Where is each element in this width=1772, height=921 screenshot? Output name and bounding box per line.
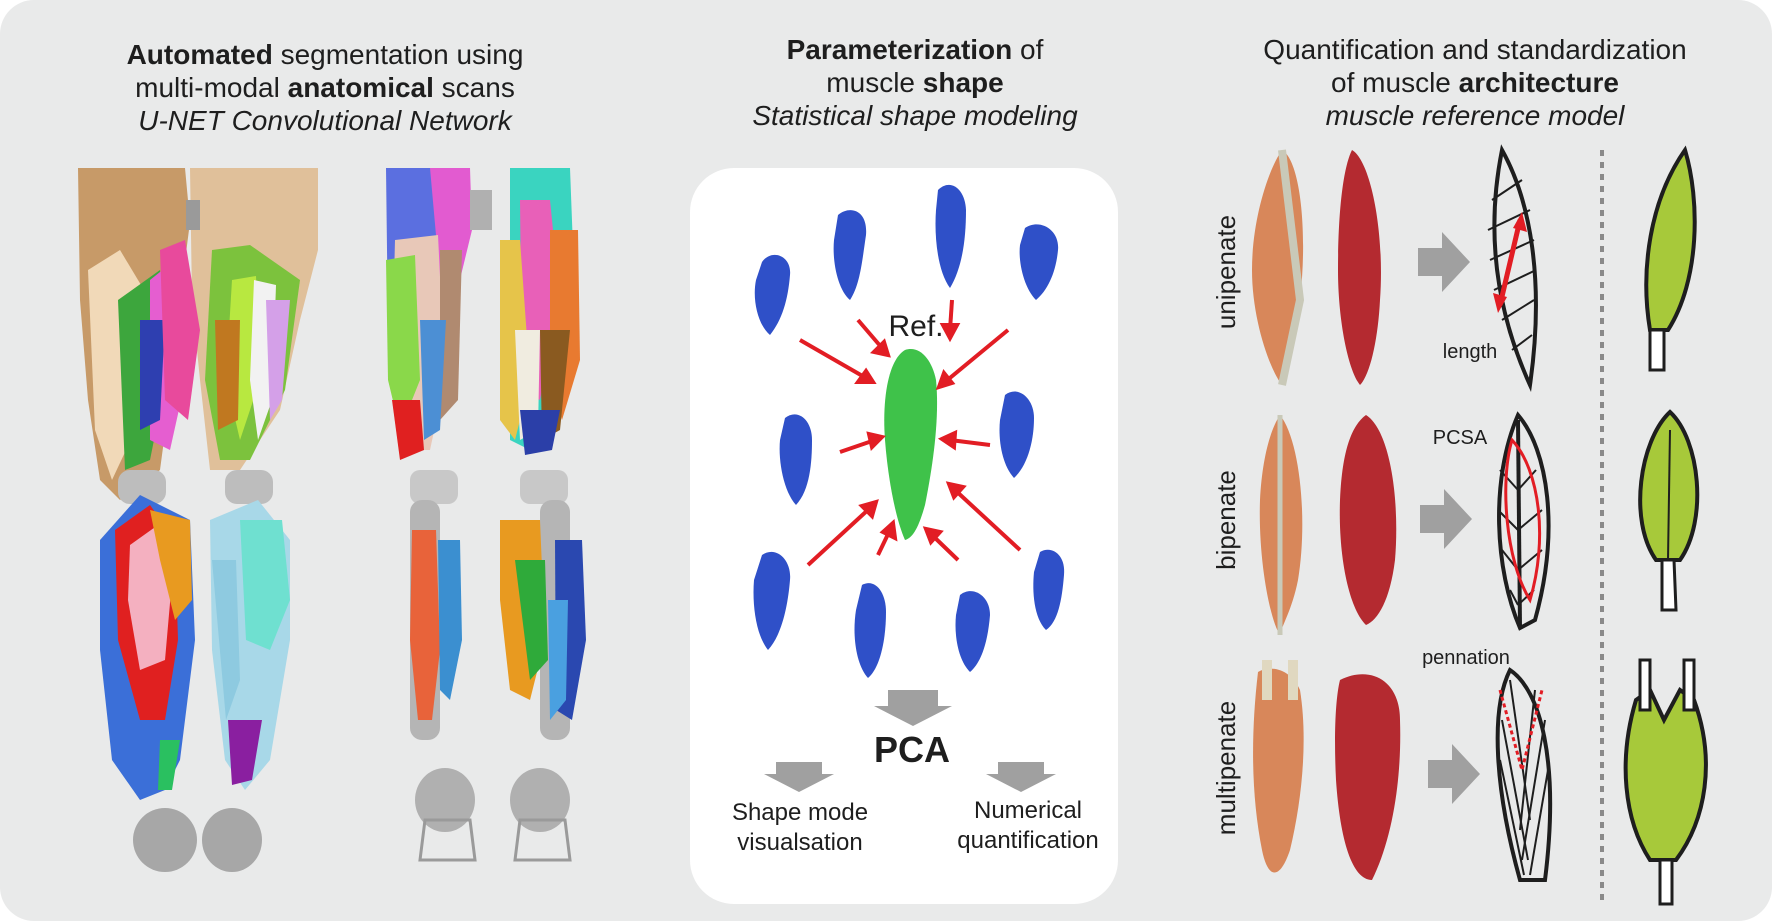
reference-label: Ref.: [888, 310, 943, 343]
shape-mode-label-1: Shape mode: [732, 799, 868, 826]
shape-instances: [753, 184, 1065, 678]
heading-bold-shape: shape: [922, 67, 1004, 98]
shape-blob-icon: [955, 591, 990, 672]
heading-bold-architecture: architecture: [1458, 67, 1619, 98]
numerical-label-2: quantification: [957, 827, 1098, 854]
shape-blob-icon: [935, 184, 966, 288]
heading-subtitle-reference: muscle reference model: [1325, 100, 1625, 131]
shape-blob-icon: [753, 551, 791, 650]
muscle-fibers-red: [1335, 674, 1401, 880]
flow-arrow-icon: [764, 762, 834, 792]
row-label-multipenate: multipenate: [1211, 701, 1241, 835]
heading-text: of muscle: [1331, 67, 1459, 98]
heading-subtitle-ssm: Statistical shape modeling: [752, 100, 1078, 131]
annotation-pcsa: PCSA: [1433, 427, 1488, 449]
leg-model-front: [78, 168, 318, 872]
heading-bold-anatomical: anatomical: [287, 72, 434, 103]
annotation-length: length: [1443, 341, 1498, 363]
heading-bold-parameterization: Parameterization: [786, 34, 1013, 65]
leaf-icon: [1623, 686, 1708, 862]
reference-shape: [884, 349, 938, 540]
row-label-unipenate: unipenate: [1211, 215, 1241, 329]
heading-subtitle-unet: U-NET Convolutional Network: [138, 105, 512, 136]
heading-text: multi-modal: [135, 72, 288, 103]
flow-arrow-icon: [1428, 744, 1480, 804]
heading-text: scans: [433, 72, 515, 103]
heading-text: segmentation using: [272, 39, 524, 70]
muscle-fibers-red: [1339, 415, 1397, 625]
shape-blob-icon: [833, 210, 867, 300]
shape-blob-icon: [854, 583, 886, 678]
parameterization-heading: Parameterization of muscle shape Statist…: [690, 33, 1140, 132]
numerical-label-1: Numerical: [974, 797, 1082, 824]
shape-blob-icon: [1019, 224, 1059, 300]
heading-bold-automated: Automated: [126, 39, 273, 70]
fiber-schematic: [1497, 411, 1551, 631]
heading-text: Quantification and standardization: [1263, 34, 1687, 65]
annotation-pennation: pennation: [1422, 647, 1510, 669]
shape-blob-icon: [779, 414, 812, 505]
row-bipenate: PCSA: [1259, 409, 1700, 635]
muscle-fibers-red: [1338, 150, 1381, 385]
flow-arrow-icon: [986, 762, 1056, 792]
pca-flow-arrows: [764, 690, 1056, 792]
flow-arrow-icon: [1418, 232, 1470, 292]
shape-blob-icon: [1033, 549, 1065, 630]
row-multipenate: pennation: [1253, 647, 1708, 906]
heading-text: muscle: [826, 67, 923, 98]
shape-blob-icon: [754, 254, 791, 335]
heading-text: of: [1012, 34, 1044, 65]
muscle-photo-orange: [1253, 668, 1304, 873]
pca-label: PCA: [874, 729, 950, 770]
segmentation-heading: Automated segmentation using multi-modal…: [60, 38, 590, 137]
flow-arrow-icon: [1420, 489, 1472, 549]
row-label-bipenate: bipenate: [1211, 470, 1241, 570]
architecture-heading: Quantification and standardization of mu…: [1195, 33, 1755, 132]
fiber-schematic: [1492, 144, 1538, 393]
leg-model-back: [386, 168, 586, 862]
flow-arrow-icon: [874, 690, 952, 726]
row-unipenate: length: [1252, 144, 1697, 393]
shape-mode-label-2: visualsation: [737, 829, 862, 856]
convergence-arrows: [799, 299, 1022, 567]
shape-blob-icon: [999, 391, 1034, 478]
leaf-icon: [1644, 145, 1697, 332]
